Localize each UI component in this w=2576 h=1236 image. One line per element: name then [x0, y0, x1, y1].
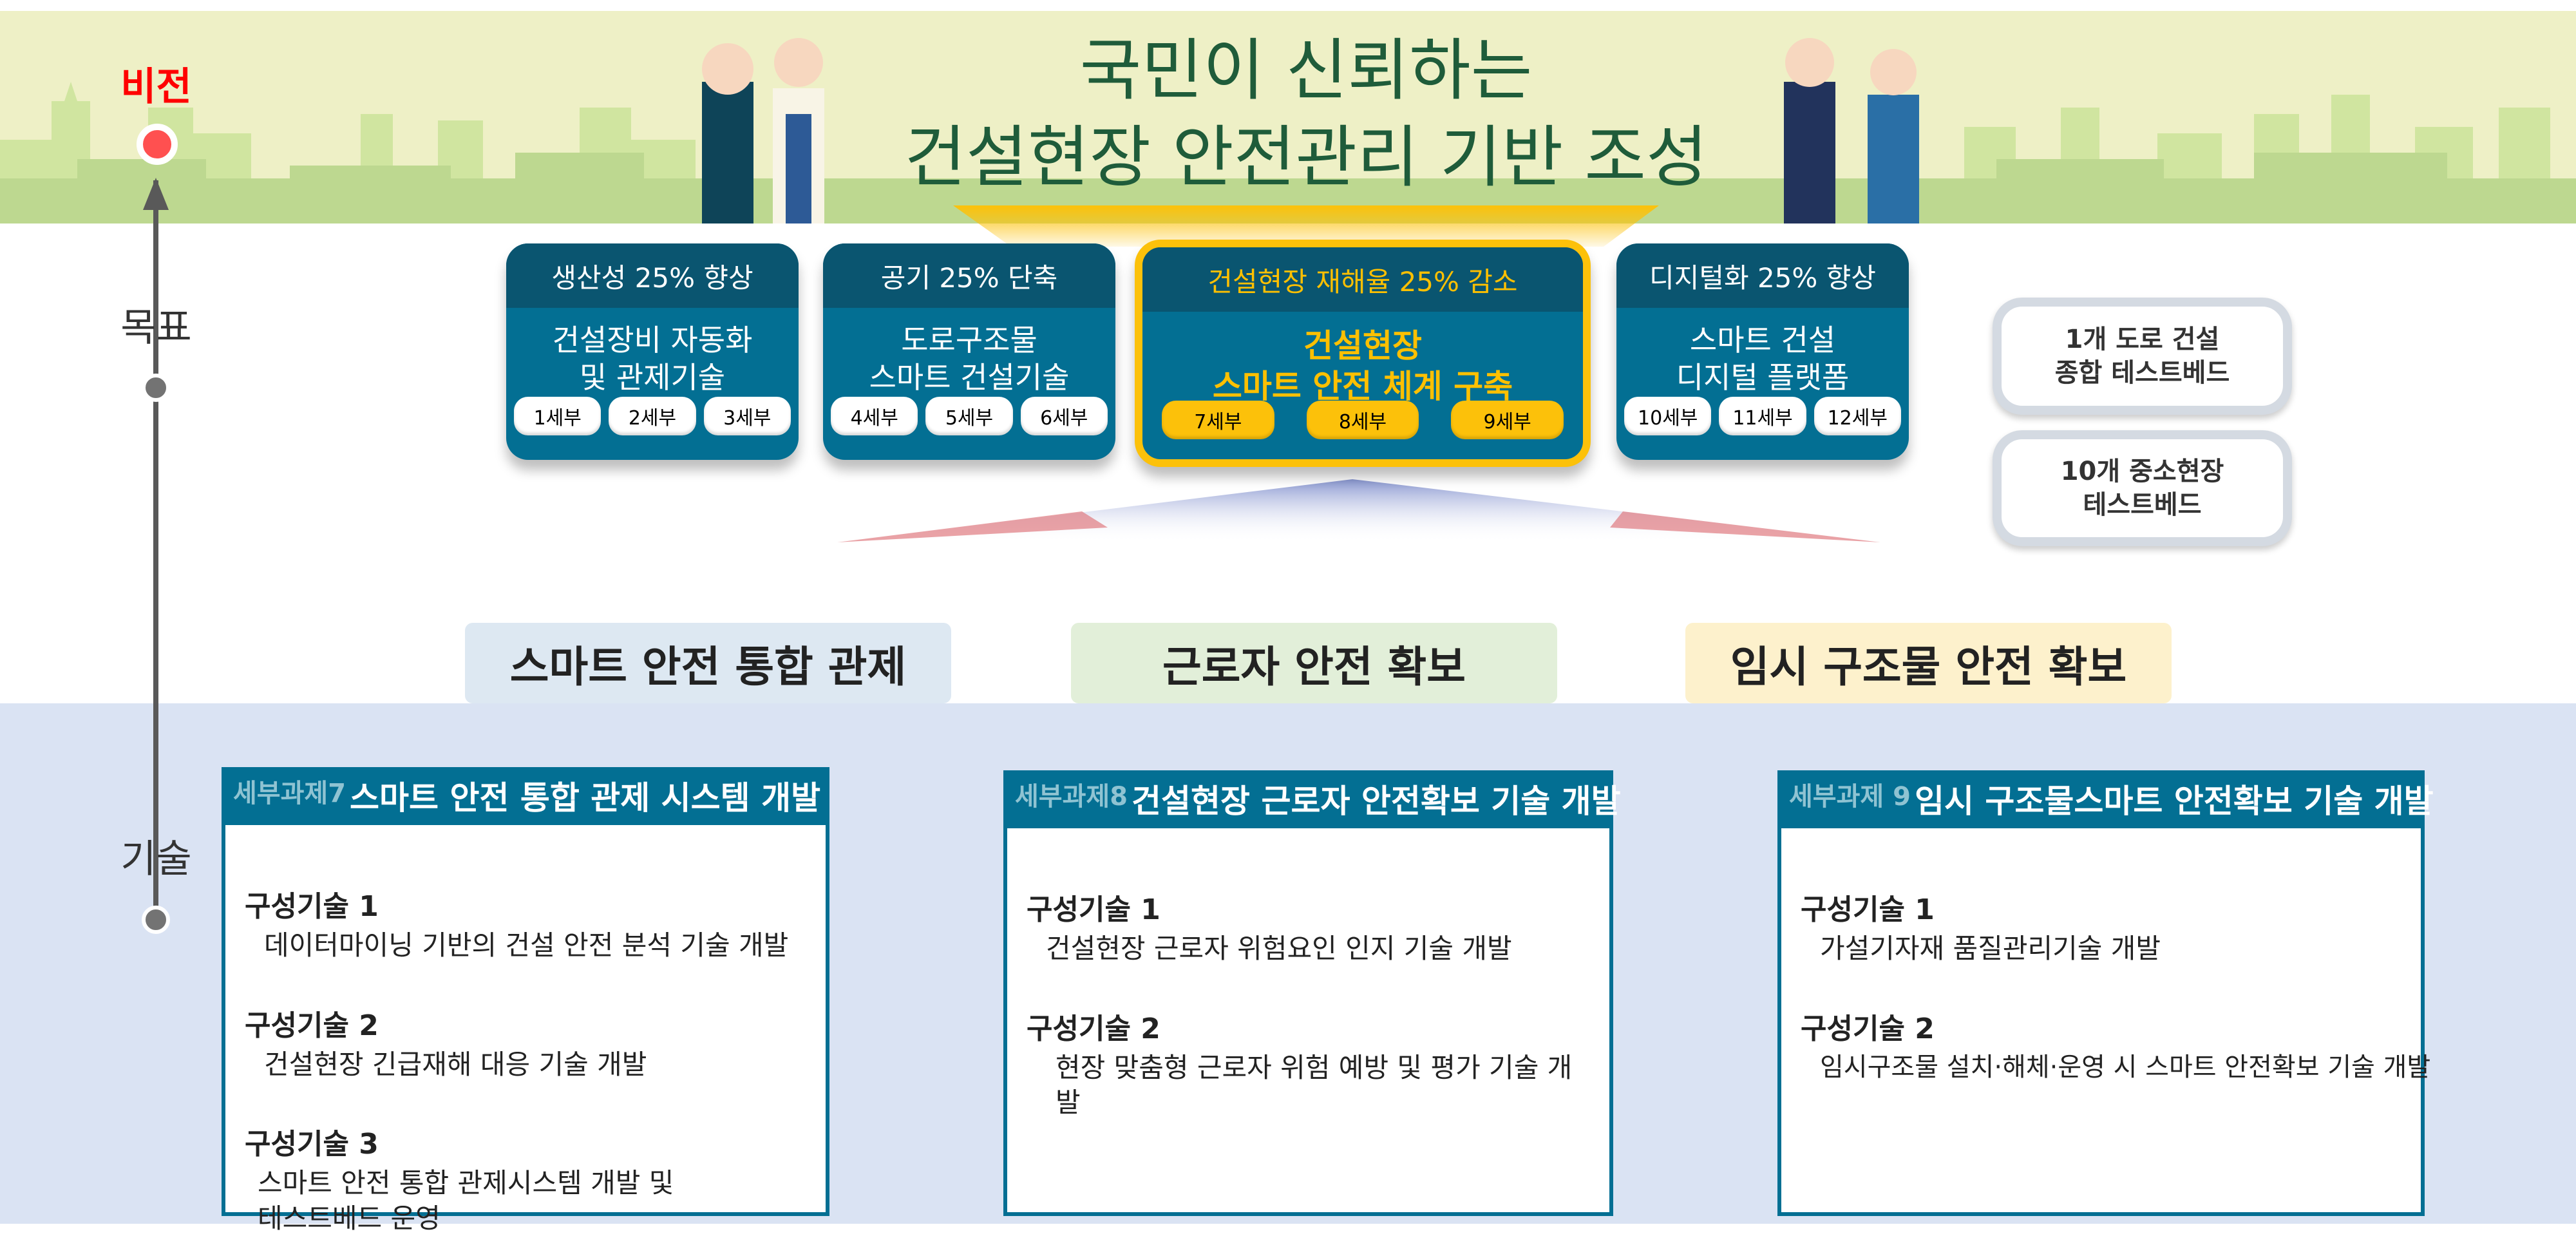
task-tag: 세부과제8 [1015, 782, 1128, 812]
component-label: 구성기술 2 [1801, 1012, 1935, 1045]
vision-title-line2: 건설현장 안전관리 기반 조성 [904, 118, 1708, 196]
tech-dot [142, 906, 170, 934]
goal-header: 디지털화 25% 향상 [1616, 243, 1909, 308]
glow-beam [953, 205, 1659, 247]
task-title: 임시 구조물스마트 안전확보 기술 개발 [1914, 783, 2434, 820]
label-vision: 비전 [120, 64, 192, 109]
label-goal: 목표 [120, 305, 192, 350]
component-desc: 가설기자재 품질관리기술 개발 [1820, 933, 2161, 964]
goal-dot [142, 374, 170, 402]
goal-body: 건설현장 스마트 안전 체계 구축 [1212, 327, 1513, 405]
component-label: 구성기술 1 [1801, 893, 1935, 926]
component-desc: 데이터마이닝 기반의 건설 안전 분석 기술 개발 [264, 929, 789, 961]
chip-6[interactable]: 6세부 [1020, 397, 1108, 435]
task-title: 건설현장 근로자 안전확보 기술 개발 [1132, 783, 1621, 820]
component-label: 구성기술 1 [245, 890, 379, 923]
component-label: 구성기술 2 [1027, 1012, 1160, 1045]
goal-header: 공기 25% 단축 [823, 243, 1115, 308]
testbed-small-sites: 10개 중소현장 테스트베드 [1993, 430, 2292, 546]
chip-9[interactable]: 9세부 [1451, 401, 1564, 439]
vision-title-line1: 국민이 신뢰하는 [1079, 31, 1533, 109]
timeline-arrow-line [153, 180, 158, 921]
goal-body: 스마트 건설 디지털 플랫폼 [1676, 323, 1850, 395]
task-tag: 세부과제 9 [1789, 782, 1911, 812]
people-illustration-left [702, 38, 824, 223]
chip-8[interactable]: 8세부 [1306, 401, 1419, 439]
task-tag: 세부과제7 [233, 779, 346, 808]
goal-header: 생산성 25% 향상 [506, 243, 799, 308]
chip-7[interactable]: 7세부 [1162, 401, 1274, 439]
arrow-head-icon [143, 178, 169, 210]
testbed-road: 1개 도로 건설 종합 테스트베드 [1993, 298, 2292, 415]
goal-card-safety-highlight: 건설현장 재해율 25% 감소 건설현장 스마트 안전 체계 구축 7세부 8세부… [1135, 240, 1591, 467]
chip-12[interactable]: 12세부 [1814, 397, 1901, 435]
component-label: 구성기술 1 [1027, 893, 1160, 926]
component-desc: 건설현장 근로자 위험요인 인지 기술 개발 [1046, 933, 1512, 964]
vision-banner: 국민이 신뢰하는 건설현장 안전관리 기반 조성 [0, 11, 2576, 223]
goal-body: 도로구조물 스마트 건설기술 [869, 323, 1070, 395]
chip-1[interactable]: 1세부 [514, 397, 601, 435]
component-desc: 현장 맞춤형 근로자 위험 예방 및 평가 기술 개발 [1056, 1051, 1573, 1119]
chip-2[interactable]: 2세부 [609, 397, 696, 435]
component-desc: 스마트 안전 통합 관제시스템 개발 및 테스트베드 운영 [258, 1167, 674, 1234]
component-desc: 임시구조물 설치·해체·운영 시 스마트 안전확보 기술 개발 [1820, 1052, 2431, 1082]
chip-11[interactable]: 11세부 [1719, 397, 1806, 435]
component-desc: 건설현장 긴급재해 대응 기술 개발 [264, 1048, 647, 1080]
connector-graphics [837, 205, 1880, 542]
goal-header: 건설현장 재해율 25% 감소 [1142, 247, 1583, 312]
component-label: 구성기술 2 [245, 1009, 379, 1042]
category-integrated-control: 스마트 안전 통합 관제 [465, 623, 951, 703]
task-title: 스마트 안전 통합 관제 시스템 개발 [350, 779, 821, 817]
category-temp-structure: 임시 구조물 안전 확보 [1685, 623, 2172, 703]
component-label: 구성기술 3 [245, 1128, 379, 1161]
chip-4[interactable]: 4세부 [831, 397, 918, 435]
city-skyline-illustration [0, 38, 2576, 223]
goal-body: 건설장비 자동화 및 관제기술 [552, 323, 753, 395]
vision-dot [137, 124, 178, 165]
chip-10[interactable]: 10세부 [1624, 397, 1712, 435]
chip-3[interactable]: 3세부 [703, 397, 791, 435]
chip-5[interactable]: 5세부 [925, 397, 1013, 435]
category-worker-safety: 근로자 안전 확보 [1071, 623, 1557, 703]
label-tech: 기술 [120, 837, 192, 882]
people-illustration-right [1784, 38, 1919, 223]
